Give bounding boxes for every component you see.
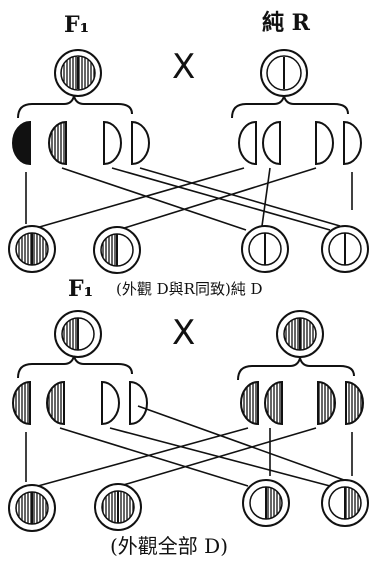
top-gamete-left-4 xyxy=(132,122,149,164)
middle-left-brace xyxy=(18,356,132,378)
bottom-connecting-lines xyxy=(26,406,352,486)
middle-gamete-right-2 xyxy=(265,382,282,424)
top-gamete-left-3 xyxy=(104,122,121,164)
middle-gamete-right-1 xyxy=(241,382,258,424)
top-gamete-left-1 xyxy=(13,122,30,164)
top-offspring-1 xyxy=(9,226,55,272)
middle-gamete-left-4 xyxy=(130,382,147,424)
top-pure-r-parent-circle xyxy=(261,50,307,96)
middle-gamete-left-3 xyxy=(102,382,119,424)
bottom-offspring-1 xyxy=(9,485,55,531)
middle-right-brace xyxy=(238,358,354,380)
top-gamete-left-2 xyxy=(49,122,66,164)
middle-gamete-left-2 xyxy=(47,382,64,424)
top-offspring-4 xyxy=(322,226,368,272)
top-f1-parent-circle xyxy=(55,50,101,96)
middle-f1-parent-circle xyxy=(55,311,101,357)
top-gamete-right-1 xyxy=(239,122,256,164)
bottom-offspring-2 xyxy=(95,484,141,530)
middle-gamete-left-1 xyxy=(13,382,30,424)
top-right-brace xyxy=(232,96,348,118)
top-gamete-right-4 xyxy=(344,122,361,164)
bottom-offspring-3 xyxy=(243,480,289,526)
top-left-brace xyxy=(18,96,132,118)
top-offspring-3 xyxy=(242,226,288,272)
top-connecting-lines xyxy=(26,168,352,230)
top-gamete-right-2 xyxy=(263,122,280,164)
middle-gamete-right-4 xyxy=(346,382,363,424)
middle-gamete-right-3 xyxy=(318,382,335,424)
top-offspring-2 xyxy=(94,227,140,273)
bottom-offspring-4 xyxy=(322,480,368,526)
middle-pure-d-parent-circle xyxy=(277,311,323,357)
top-gamete-right-3 xyxy=(316,122,333,164)
